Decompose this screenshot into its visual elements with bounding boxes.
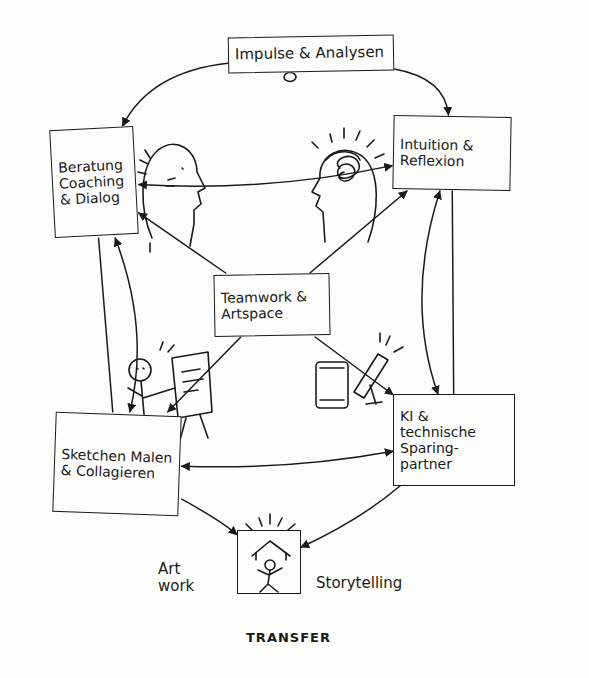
connector-arrow <box>422 191 440 394</box>
box-text: KI & technische Sparing-partner <box>400 408 508 472</box>
box-text: Teamwork & Artspace <box>221 288 324 322</box>
connector-arrow <box>168 337 241 412</box>
ai-box: KI & technische Sparing-partner <box>393 394 515 486</box>
storytelling-label: Storytelling <box>316 575 402 592</box>
connector-arrow <box>115 238 137 412</box>
team-box: Teamwork & Artspace <box>213 273 330 337</box>
phone-telescope <box>316 333 403 408</box>
consulting-box: Beratung Coaching & Dialog <box>49 126 139 238</box>
thinking-head <box>312 128 384 242</box>
sketch-box: Sketchen Malen & Collagieren <box>52 412 181 516</box>
connector-arrow <box>182 499 237 534</box>
box-text: Beratung Coaching & Dialog <box>58 156 130 208</box>
origin-circle <box>284 73 296 82</box>
transfer-box: Art workStorytellingTRANSFER <box>237 530 301 594</box>
connector-line <box>452 191 453 394</box>
box-text: Intuition & Reflexion <box>400 136 505 170</box>
box-text: Sketchen Malen & Collagieren <box>60 446 173 482</box>
connector-line <box>99 238 113 412</box>
transfer-icon <box>246 514 295 592</box>
box-text: Impulse & Analysen <box>235 44 387 64</box>
connector-arrow <box>123 63 228 126</box>
connector-arrow <box>139 213 226 273</box>
connector-arrow <box>310 191 407 273</box>
connector-arrow <box>139 166 393 187</box>
reflection-box: Intuition & Reflexion <box>392 115 511 191</box>
artwork-label: Art work <box>158 561 218 596</box>
input-box: Impulse & Analysen <box>228 35 395 74</box>
connector-arrow <box>394 69 448 115</box>
connector-arrow <box>315 337 393 395</box>
connector-arrow <box>301 486 400 547</box>
transfer-label: TRANSFER <box>246 631 331 646</box>
connector-arrow <box>182 451 393 467</box>
